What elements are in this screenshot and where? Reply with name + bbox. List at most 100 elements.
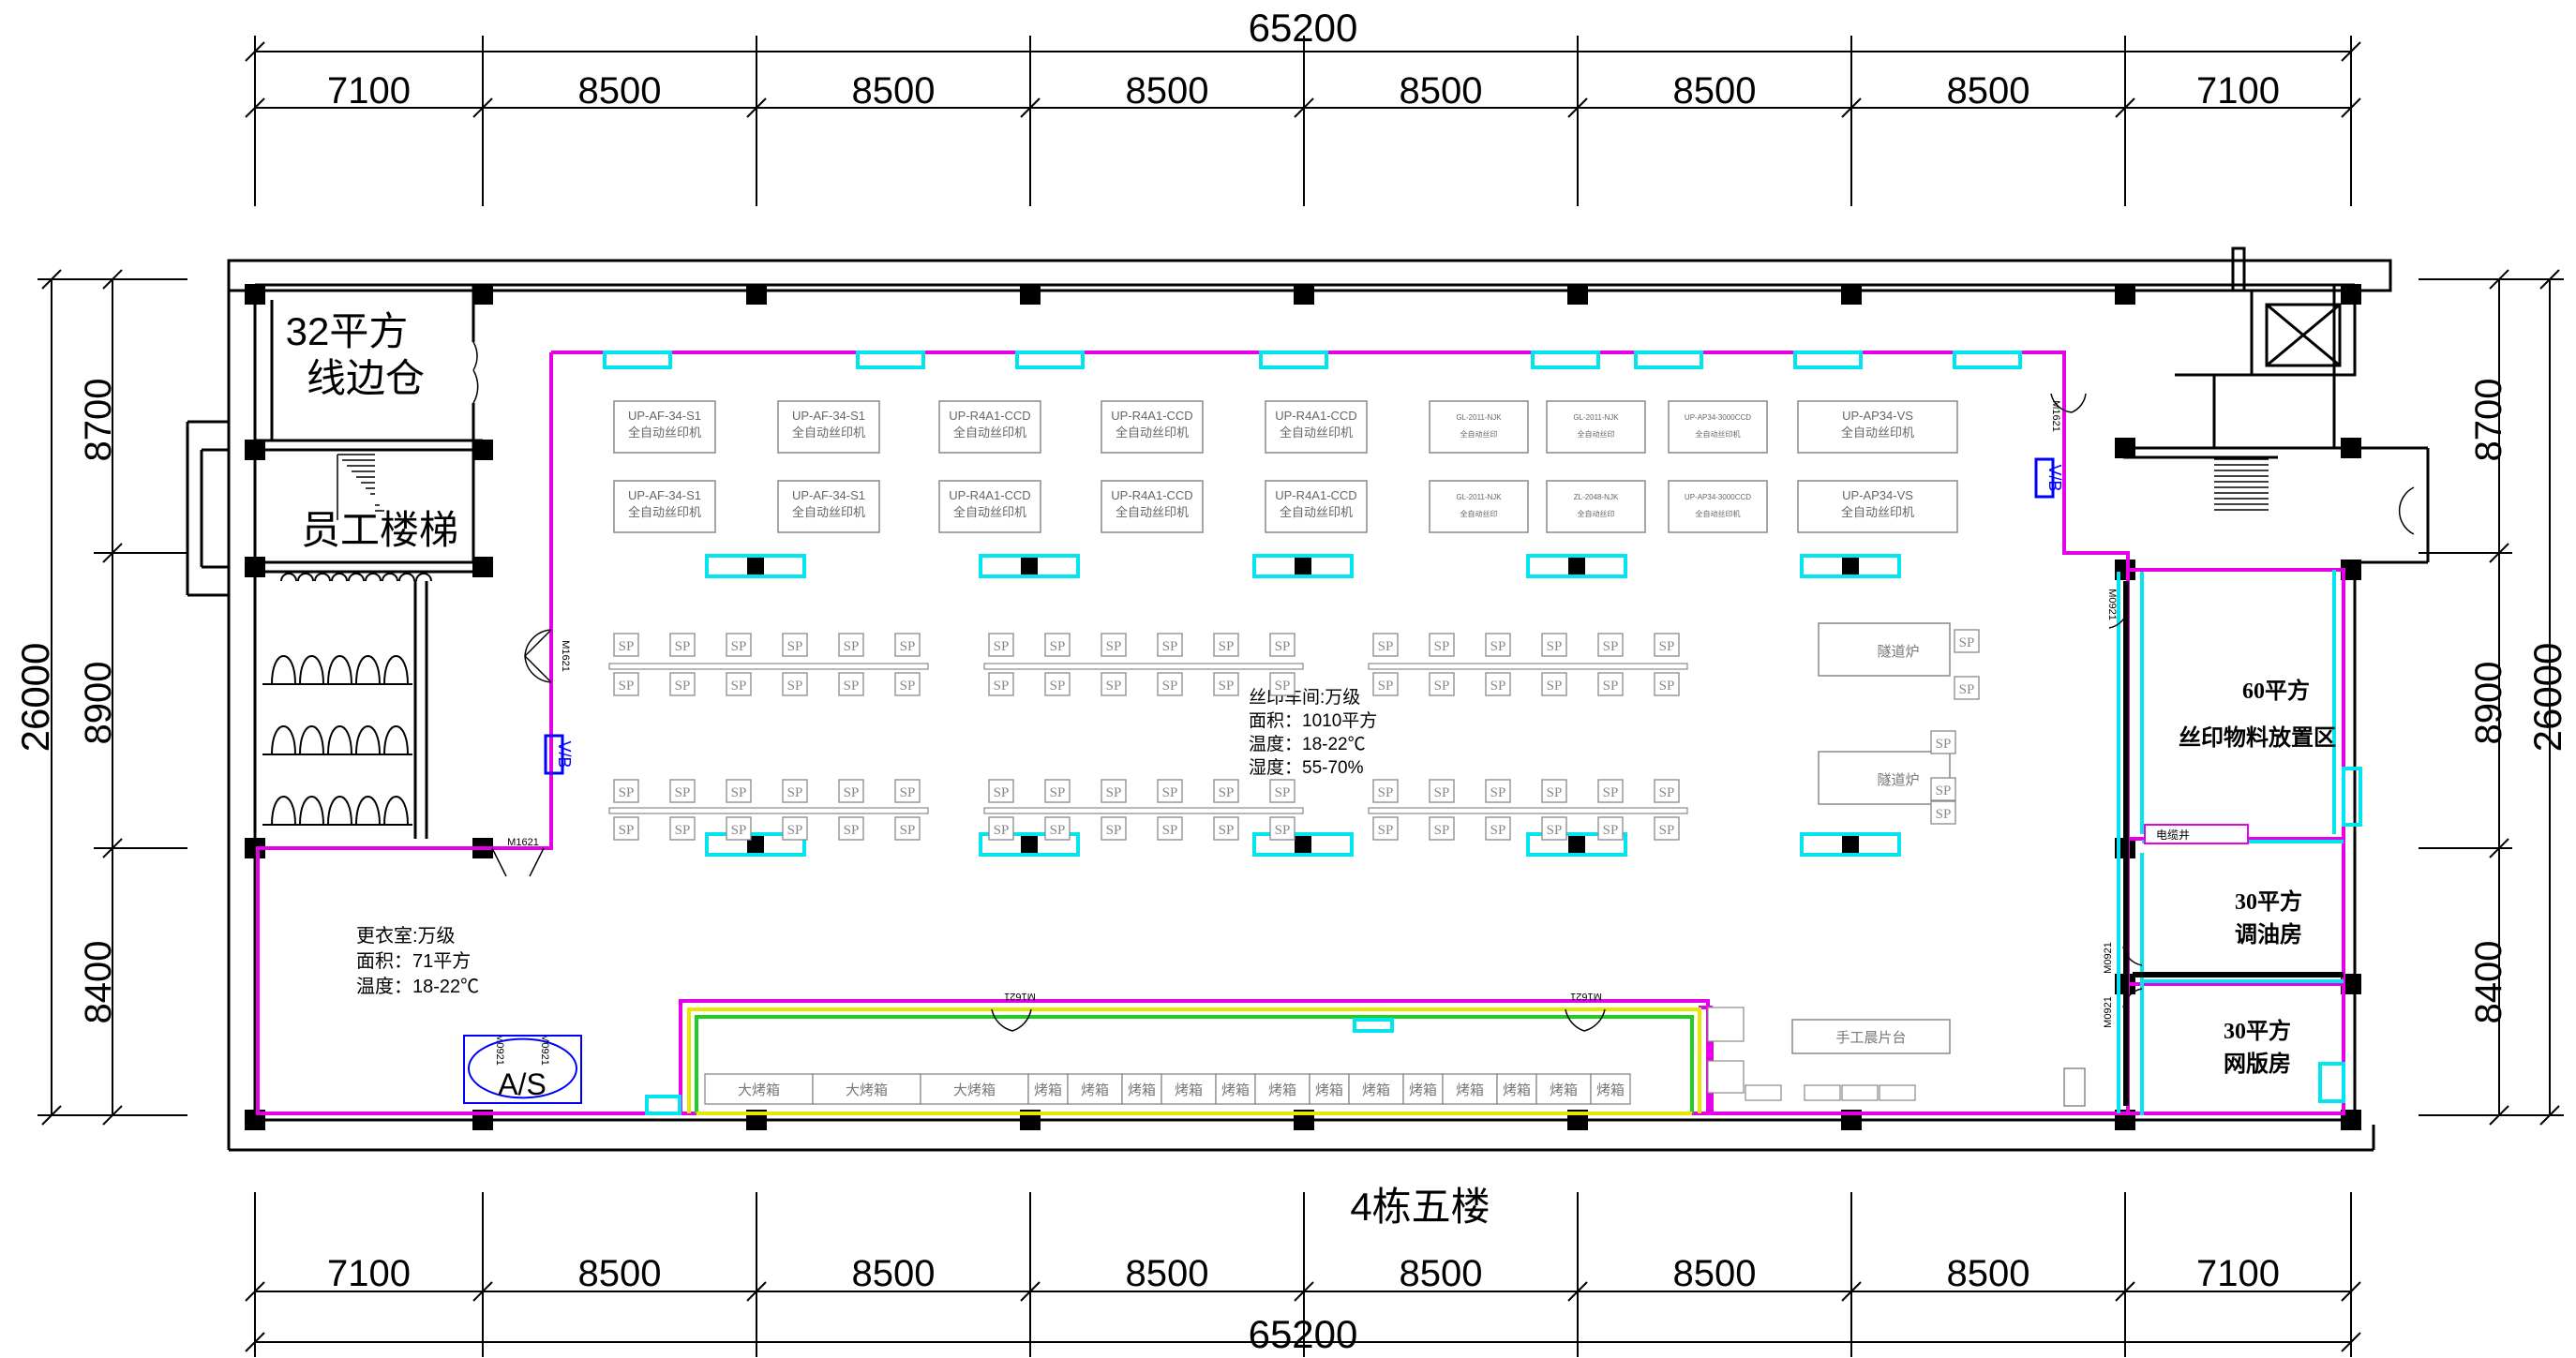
sp-stations: SP SP SP SP SP SP SP SP SP SP SP SP SP SP SP SP SP SP SP SP… bbox=[608, 629, 1980, 841]
oven: 烤箱 bbox=[1535, 1073, 1592, 1105]
sp-label: SP bbox=[1936, 737, 1952, 752]
sp-station: SP bbox=[1044, 672, 1071, 696]
column bbox=[1568, 836, 1585, 853]
printer-desc: 全自动丝印机 bbox=[1841, 425, 1914, 440]
material-area-label: 60平方 bbox=[2242, 678, 2310, 704]
printer-model: GL-2011-NJK bbox=[1573, 413, 1619, 422]
printer-desc: 全自动丝印机 bbox=[953, 425, 1026, 440]
store-name-label: 线边仓 bbox=[307, 356, 425, 400]
sp-station: SP bbox=[669, 633, 696, 657]
printer-desc: 全自动丝印机 bbox=[953, 505, 1026, 519]
locker-arch bbox=[271, 725, 296, 755]
column bbox=[1295, 558, 1311, 575]
sp-station: SP bbox=[1485, 816, 1511, 841]
sp-station: SP bbox=[613, 672, 639, 696]
oven-label: 烤箱 bbox=[1362, 1082, 1390, 1098]
sp-label: SP bbox=[731, 639, 747, 654]
sp-station: SP bbox=[782, 633, 808, 657]
sp-station: SP bbox=[1044, 779, 1071, 803]
ac-unit bbox=[1800, 832, 1901, 857]
sp-station: SP bbox=[1485, 672, 1511, 696]
top-bay-dim-5: 8500 bbox=[1400, 70, 1483, 112]
oven: 烤箱 bbox=[1590, 1073, 1631, 1105]
sp-station: SP bbox=[988, 816, 1014, 841]
printer-body bbox=[1797, 480, 1958, 533]
printer-model: UP-AF-34-S1 bbox=[792, 488, 865, 502]
sp-station: SP bbox=[1930, 800, 1956, 825]
locker-info-line: 面积：71平方 bbox=[356, 950, 471, 972]
printer-body bbox=[1797, 400, 1958, 454]
sp-label: SP bbox=[1959, 682, 1975, 697]
ac-unit bbox=[705, 832, 806, 857]
printer-model: UP-AP34-VS bbox=[1842, 488, 1913, 502]
oven: 烤箱 bbox=[1215, 1073, 1256, 1105]
sp-station: SP bbox=[1541, 816, 1567, 841]
sp-station: SP bbox=[1429, 816, 1455, 841]
column bbox=[2341, 284, 2361, 305]
sp-label: SP bbox=[1275, 785, 1291, 800]
sp-label: SP bbox=[1490, 679, 1506, 694]
printer-body bbox=[1546, 400, 1646, 454]
structural-columns bbox=[245, 284, 2361, 1130]
printer-desc: 全自动丝印机 bbox=[1280, 425, 1353, 440]
column bbox=[1021, 558, 1038, 575]
pass-box-left: V/B bbox=[544, 734, 574, 775]
sp-station: SP bbox=[669, 779, 696, 803]
locker-arch bbox=[299, 655, 324, 685]
column bbox=[2115, 438, 2135, 458]
sp-label: SP bbox=[619, 823, 635, 838]
hanger bbox=[365, 573, 382, 582]
sp-label: SP bbox=[1219, 785, 1235, 800]
locker-arch bbox=[271, 655, 296, 685]
printer-desc: 全自动丝印机 bbox=[628, 425, 701, 440]
left-dim-2: 8900 bbox=[78, 662, 119, 745]
door-m0921-locker-a: M0921 bbox=[494, 1034, 505, 1066]
sp-station: SP bbox=[1372, 633, 1399, 657]
ac-unit bbox=[1259, 351, 1328, 369]
sp-station: SP bbox=[1654, 672, 1680, 696]
sp-label: SP bbox=[675, 639, 691, 654]
racks bbox=[1707, 1007, 1916, 1101]
sp-label: SP bbox=[731, 785, 747, 800]
sp-label: SP bbox=[619, 785, 635, 800]
column bbox=[747, 558, 764, 575]
cable-well-label: 电缆井 bbox=[2156, 828, 2190, 842]
tunnel-oven: 隧道炉 bbox=[1818, 751, 1951, 805]
floor-label: 4栋五楼 bbox=[1350, 1185, 1490, 1229]
column bbox=[1842, 558, 1859, 575]
sp-station: SP bbox=[613, 816, 639, 841]
hanger bbox=[297, 573, 314, 582]
column bbox=[472, 440, 493, 460]
column bbox=[245, 838, 265, 858]
column bbox=[1021, 836, 1038, 853]
column bbox=[245, 284, 265, 305]
hanger bbox=[314, 573, 331, 582]
printer-body bbox=[613, 480, 716, 533]
printer-model: UP-AF-34-S1 bbox=[628, 488, 701, 502]
sp-label: SP bbox=[1275, 679, 1291, 694]
sp-label: SP bbox=[1490, 785, 1506, 800]
bottom-bay-dim-4: 8500 bbox=[1126, 1253, 1209, 1294]
printer-body bbox=[938, 400, 1041, 454]
screen-name-label: 网版房 bbox=[2224, 1051, 2291, 1077]
workshop-info-line: 温度：18-22℃ bbox=[1249, 734, 1366, 754]
pass-box-right-label: V/B bbox=[2045, 464, 2064, 491]
column bbox=[245, 440, 265, 460]
sp-label: SP bbox=[619, 679, 635, 694]
bottom-bay-dim-6: 8500 bbox=[1673, 1253, 1757, 1294]
right-room-walls bbox=[2117, 570, 2344, 1115]
column bbox=[2341, 438, 2361, 458]
sp-label: SP bbox=[1050, 639, 1066, 654]
building-walls bbox=[186, 246, 2430, 1152]
printer-model: GL-2011-NJK bbox=[1456, 413, 1502, 422]
column bbox=[245, 557, 265, 577]
sp-label: SP bbox=[1434, 639, 1450, 654]
fire-cabinet bbox=[2063, 1067, 2086, 1107]
